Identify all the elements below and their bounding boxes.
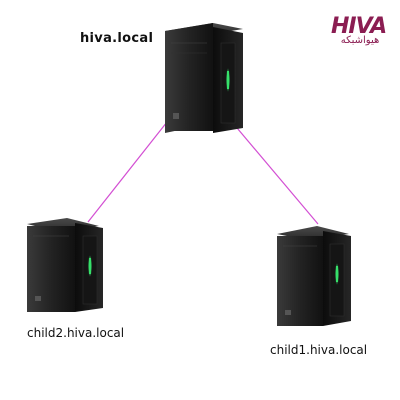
root-node-label: hiva.local	[80, 31, 154, 46]
child2-node-label: child2.hiva.local	[27, 326, 125, 340]
child1-node-label: child1.hiva.local	[270, 343, 368, 357]
link-root-child1	[231, 121, 319, 225]
server-child2-icon	[27, 218, 103, 312]
logo-subtitle: هیواشبکه	[340, 35, 380, 46]
server-root-icon	[165, 23, 243, 133]
server-child1-icon	[277, 226, 351, 326]
hiva-logo: HIVA	[331, 14, 387, 39]
link-root-child2	[87, 121, 168, 223]
logo-wordmark: HIVA	[331, 14, 386, 39]
